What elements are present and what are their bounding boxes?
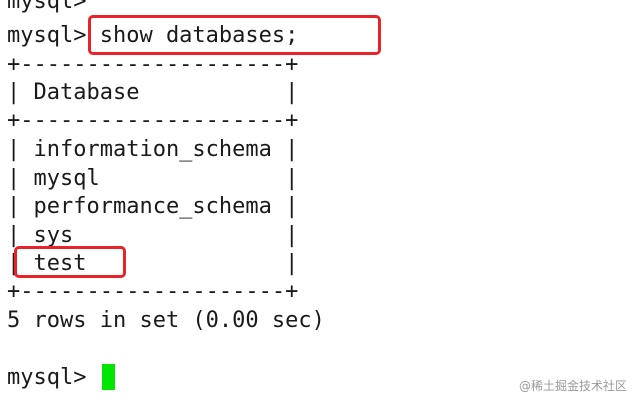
table-row: | mysql | — [7, 166, 299, 191]
test-row-highlight-box — [14, 246, 126, 278]
table-header-row: | Database | — [7, 80, 299, 105]
table-border-top: +--------------------+ — [7, 52, 299, 77]
table-row: | sys | — [7, 223, 299, 248]
command-highlight-box — [88, 15, 381, 55]
command-line: mysql> show databases; — [7, 23, 299, 48]
active-prompt: mysql> — [7, 365, 100, 390]
text-cursor — [102, 364, 115, 390]
prompt-line: mysql> — [7, 0, 87, 14]
table-row: | performance_schema | — [7, 194, 299, 219]
watermark: @稀土掘金技术社区 — [518, 379, 627, 393]
result-summary: 5 rows in set (0.00 sec) — [7, 308, 325, 333]
table-border-bottom: +--------------------+ — [7, 279, 299, 304]
table-border-header: +--------------------+ — [7, 108, 299, 133]
table-row: | information_schema | — [7, 137, 299, 162]
